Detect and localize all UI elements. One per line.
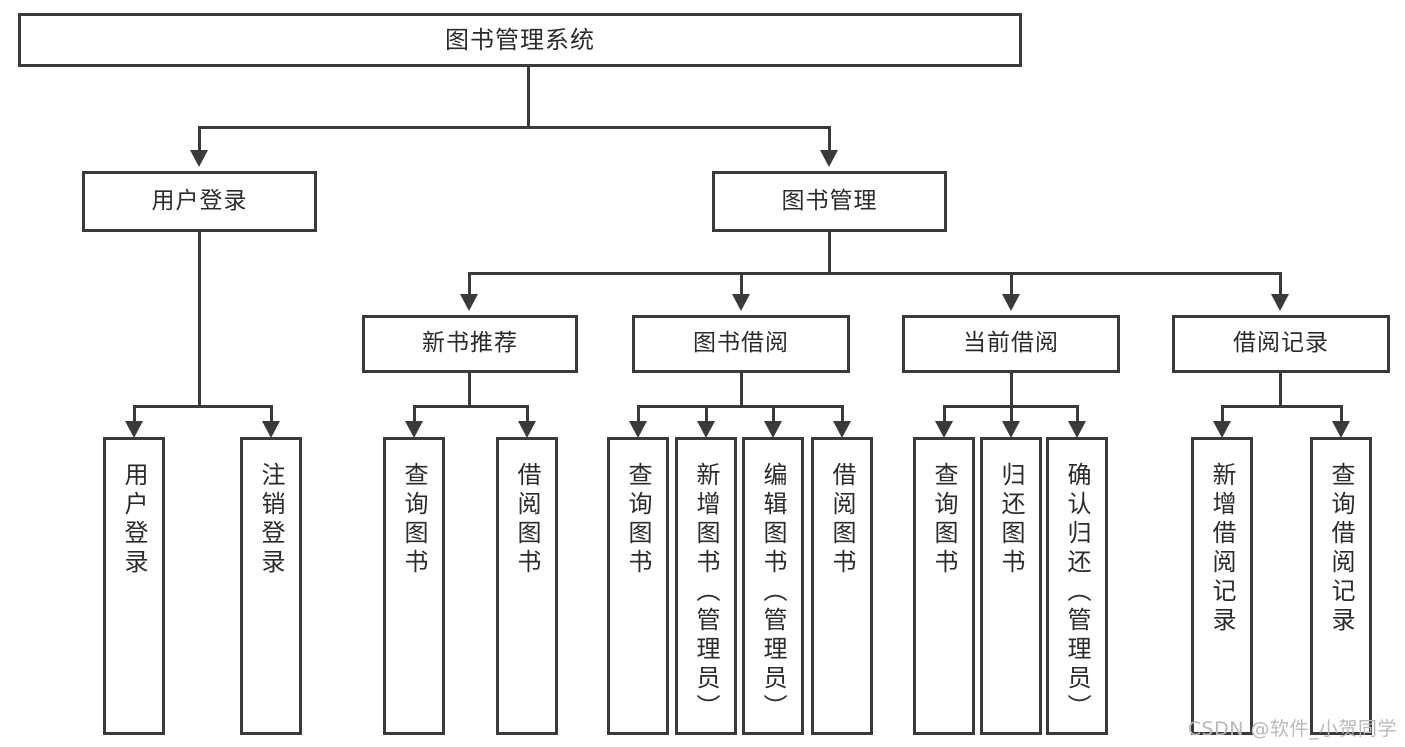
leaf-user-login-logout[interactable]: 注销登录 (240, 437, 302, 735)
connector-borrow-record-bus (1221, 405, 1343, 408)
connector-root-to-book-manage (828, 126, 831, 150)
connector-current-borrow-stem (1010, 373, 1013, 405)
connector-user-login-bus (133, 405, 273, 408)
node-label: 新增图书（管理员） (692, 462, 720, 723)
arrow-new-book-leaf1 (405, 421, 423, 438)
connector-book-manage-stem (828, 232, 831, 272)
node-label: 归还图书 (997, 462, 1025, 578)
connector-current-borrow-leaf3 (1076, 405, 1079, 421)
connector-book-borrow-leaf3 (772, 405, 775, 421)
connector-user-login-stem (198, 232, 201, 405)
node-label: 当前借阅 (963, 330, 1059, 357)
connector-level2-bus (468, 272, 1282, 275)
connector-book-borrow-bus (637, 405, 844, 408)
arrow-to-new-book (460, 294, 478, 311)
connector-user-login-leaf2 (270, 405, 273, 421)
arrow-to-book-borrow (732, 294, 750, 311)
node-label: 用户登录 (151, 187, 248, 214)
connector-to-borrow-record (1279, 272, 1282, 294)
arrow-borrow-record-leaf1 (1213, 421, 1231, 438)
node-label: 注销登录 (257, 462, 285, 578)
node-label: 确认归还（管理员） (1063, 462, 1091, 723)
node-current-borrow[interactable]: 当前借阅 (902, 315, 1120, 373)
leaf-book-borrow-query[interactable]: 查询图书 (607, 437, 669, 735)
connector-borrow-record-leaf1 (1221, 405, 1224, 421)
arrow-book-borrow-leaf3 (764, 421, 782, 438)
connector-borrow-record-leaf2 (1340, 405, 1343, 421)
node-label: 图书管理 (781, 187, 878, 214)
node-label: 查询借阅记录 (1327, 462, 1355, 636)
node-new-book-recommend[interactable]: 新书推荐 (362, 315, 578, 373)
watermark-text: CSDN @软件_小贺同学 (1187, 718, 1397, 740)
node-label: 借阅记录 (1233, 330, 1329, 357)
connector-current-borrow-leaf2 (1010, 405, 1013, 421)
arrow-current-borrow-leaf1 (935, 421, 953, 438)
arrow-to-current-borrow (1002, 294, 1020, 311)
node-label: 新增借阅记录 (1208, 462, 1236, 636)
node-label: 新书推荐 (422, 330, 518, 357)
leaf-current-borrow-return[interactable]: 归还图书 (980, 437, 1042, 735)
arrow-current-borrow-leaf2 (1002, 421, 1020, 438)
leaf-new-book-borrow[interactable]: 借阅图书 (496, 437, 558, 735)
leaf-book-borrow-add[interactable]: 新增图书（管理员） (675, 437, 737, 735)
node-label: 查询图书 (400, 462, 428, 578)
leaf-user-login-login[interactable]: 用户登录 (103, 437, 165, 735)
leaf-book-borrow-edit[interactable]: 编辑图书（管理员） (742, 437, 804, 735)
leaf-borrow-record-add[interactable]: 新增借阅记录 (1191, 437, 1253, 735)
leaf-book-borrow-borrow[interactable]: 借阅图书 (811, 437, 873, 735)
arrow-book-borrow-leaf2 (697, 421, 715, 438)
connector-to-book-borrow (740, 272, 743, 294)
connector-book-borrow-leaf1 (637, 405, 640, 421)
node-borrow-record[interactable]: 借阅记录 (1172, 315, 1390, 373)
arrow-new-book-leaf2 (518, 421, 536, 438)
node-label: 查询图书 (624, 462, 652, 578)
connector-to-current-borrow (1010, 272, 1013, 294)
arrow-user-login-leaf1 (125, 421, 143, 438)
connector-current-borrow-leaf1 (943, 405, 946, 421)
node-book-borrow[interactable]: 图书借阅 (632, 315, 850, 373)
node-label: 借阅图书 (513, 462, 541, 578)
connector-user-login-leaf1 (133, 405, 136, 421)
node-label: 图书管理系统 (445, 25, 595, 54)
arrow-borrow-record-leaf2 (1332, 421, 1350, 438)
node-root-system[interactable]: 图书管理系统 (18, 13, 1022, 67)
connector-root-stem (527, 67, 530, 126)
arrow-book-borrow-leaf4 (833, 421, 851, 438)
arrow-root-to-user-login (190, 150, 208, 167)
connector-to-new-book (468, 272, 471, 294)
node-label: 查询图书 (930, 462, 958, 578)
leaf-current-borrow-query[interactable]: 查询图书 (913, 437, 975, 735)
node-label: 用户登录 (120, 462, 148, 578)
node-user-login[interactable]: 用户登录 (82, 171, 317, 232)
arrow-to-borrow-record (1271, 294, 1289, 311)
arrow-root-to-book-manage (820, 150, 838, 167)
node-label: 编辑图书（管理员） (759, 462, 787, 723)
connector-new-book-bus (413, 405, 529, 408)
connector-new-book-stem (468, 373, 471, 405)
arrow-current-borrow-leaf3 (1068, 421, 1086, 438)
arrow-book-borrow-leaf1 (629, 421, 647, 438)
connector-book-borrow-leaf4 (841, 405, 844, 421)
connector-book-borrow-leaf2 (705, 405, 708, 421)
leaf-current-borrow-confirm[interactable]: 确认归还（管理员） (1046, 437, 1108, 735)
node-label: 借阅图书 (828, 462, 856, 578)
node-book-management[interactable]: 图书管理 (712, 171, 947, 232)
node-label: 图书借阅 (693, 330, 789, 357)
connector-root-bus (198, 126, 830, 129)
leaf-new-book-query[interactable]: 查询图书 (383, 437, 445, 735)
connector-new-book-leaf1 (413, 405, 416, 421)
connector-new-book-leaf2 (526, 405, 529, 421)
connector-root-to-user-login (198, 126, 201, 150)
leaf-borrow-record-query[interactable]: 查询借阅记录 (1310, 437, 1372, 735)
connector-borrow-record-stem (1279, 373, 1282, 405)
connector-book-borrow-stem (740, 373, 743, 405)
arrow-user-login-leaf2 (262, 421, 280, 438)
